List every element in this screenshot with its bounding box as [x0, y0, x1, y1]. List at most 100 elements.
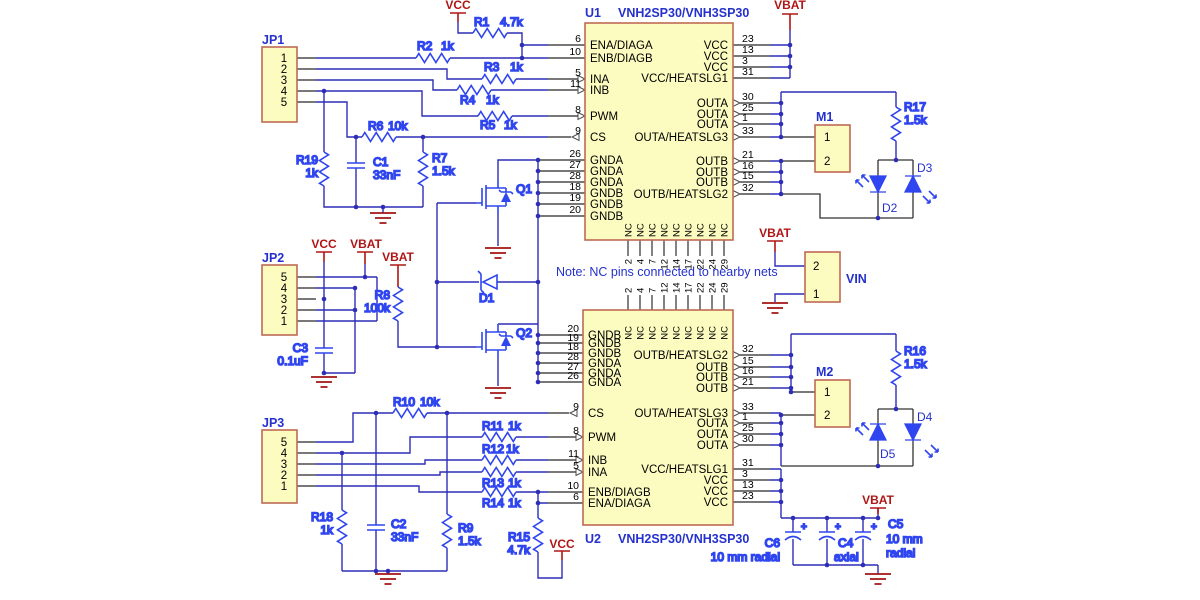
vcc-net-label: VCC [549, 537, 575, 551]
svg-text:1: 1 [824, 132, 830, 144]
svg-text:22: 22 [696, 259, 707, 270]
svg-text:GNDA: GNDA [590, 166, 624, 178]
svg-text:1k: 1k [508, 419, 522, 433]
svg-text:JP1: JP1 [262, 33, 284, 47]
junction-dots [321, 42, 899, 574]
u1-part-number: VNH2SP30/VNH3SP30 [618, 6, 749, 20]
svg-text:R4: R4 [460, 93, 476, 107]
svg-text:20: 20 [567, 323, 579, 335]
mosfet-q2: Q2 [475, 323, 533, 359]
svg-text:30: 30 [742, 91, 754, 103]
svg-text:32: 32 [742, 182, 754, 194]
svg-text:+: + [801, 522, 807, 533]
svg-text:28: 28 [569, 170, 581, 182]
svg-text:1k: 1k [320, 523, 334, 537]
svg-text:VCC/HEATSLG1: VCC/HEATSLG1 [641, 73, 728, 85]
vbat-net-label: VBAT [382, 250, 414, 264]
svg-text:D1: D1 [479, 291, 495, 305]
wires [316, 22, 897, 579]
svg-text:OUTB: OUTB [696, 372, 728, 384]
svg-text:15: 15 [742, 170, 754, 182]
svg-text:GNDB: GNDB [590, 199, 624, 211]
svg-text:INB: INB [588, 455, 608, 467]
svg-text:4: 4 [281, 283, 288, 295]
svg-text:VCC: VCC [704, 51, 728, 63]
svg-text:5: 5 [281, 97, 287, 109]
svg-text:GNDA: GNDA [590, 177, 624, 189]
svg-text:Q2: Q2 [516, 326, 532, 340]
svg-text:OUTA/HEATSLG3: OUTA/HEATSLG3 [634, 132, 728, 144]
svg-text:D2: D2 [882, 201, 898, 215]
svg-text:JP3: JP3 [262, 416, 284, 430]
resistor-r9: R91.5k [441, 513, 482, 549]
svg-text:NC: NC [624, 326, 635, 340]
svg-text:VCC: VCC [704, 62, 728, 74]
svg-text:1: 1 [824, 387, 830, 399]
svg-text:OUTA: OUTA [697, 418, 728, 430]
svg-text:VIN: VIN [846, 272, 867, 286]
vcc-net-label: VCC [445, 0, 471, 12]
svg-text:33: 33 [742, 401, 754, 413]
svg-text:R5: R5 [480, 118, 496, 132]
svg-text:2: 2 [624, 288, 635, 293]
svg-text:D4: D4 [917, 410, 933, 424]
vbat-net-label: VBAT [759, 226, 791, 240]
svg-text:2: 2 [281, 305, 287, 317]
svg-text:1k: 1k [510, 60, 524, 74]
vbat-net-label: VBAT [862, 493, 894, 507]
svg-text:22: 22 [696, 282, 707, 293]
nc-note: Note: NC pins connected to nearby nets [556, 265, 778, 279]
svg-text:R17: R17 [904, 100, 926, 114]
svg-text:2: 2 [824, 410, 830, 422]
svg-text:NC: NC [624, 223, 635, 237]
svg-text:CS: CS [590, 132, 606, 144]
led-d2: D2 [855, 174, 898, 215]
svg-text:4: 4 [281, 448, 288, 460]
svg-text:R18: R18 [311, 510, 333, 524]
svg-text:1.5k: 1.5k [432, 164, 456, 178]
svg-text:NC: NC [636, 223, 647, 237]
svg-text:1: 1 [742, 112, 748, 124]
svg-text:4.7k: 4.7k [500, 15, 524, 29]
svg-text:M2: M2 [816, 365, 833, 379]
svg-text:19: 19 [569, 192, 581, 204]
svg-text:C1: C1 [373, 155, 389, 169]
svg-text:OUTB: OUTB [696, 177, 728, 189]
svg-text:GNDA: GNDA [590, 155, 624, 167]
svg-text:3: 3 [281, 75, 287, 87]
u2-part-number: VNH2SP30/VNH3SP30 [618, 532, 749, 546]
pin-stubs [297, 44, 815, 504]
svg-text:ENB/DIAGB: ENB/DIAGB [588, 487, 651, 499]
svg-text:1: 1 [281, 53, 287, 65]
vbat-net-label: VBAT [774, 0, 806, 12]
svg-text:10 mm: 10 mm [886, 532, 923, 546]
svg-text:OUTB: OUTB [696, 156, 728, 168]
svg-text:M1: M1 [816, 110, 833, 124]
svg-text:OUTA: OUTA [697, 440, 728, 452]
svg-text:29: 29 [720, 259, 731, 270]
svg-text:31: 31 [742, 457, 754, 469]
svg-text:OUTA: OUTA [697, 98, 728, 110]
svg-text:13: 13 [742, 479, 754, 491]
svg-text:D3: D3 [917, 161, 933, 175]
diode-d1: D1 [477, 270, 498, 306]
svg-text:5: 5 [281, 437, 287, 449]
svg-text:NC: NC [708, 326, 719, 340]
svg-text:GNDB: GNDB [590, 211, 624, 223]
svg-text:R8: R8 [375, 288, 391, 302]
svg-text:R2: R2 [417, 39, 433, 53]
svg-text:1: 1 [281, 481, 287, 493]
svg-text:C4: C4 [838, 536, 854, 550]
svg-text:31: 31 [742, 66, 754, 78]
svg-text:2: 2 [281, 470, 287, 482]
